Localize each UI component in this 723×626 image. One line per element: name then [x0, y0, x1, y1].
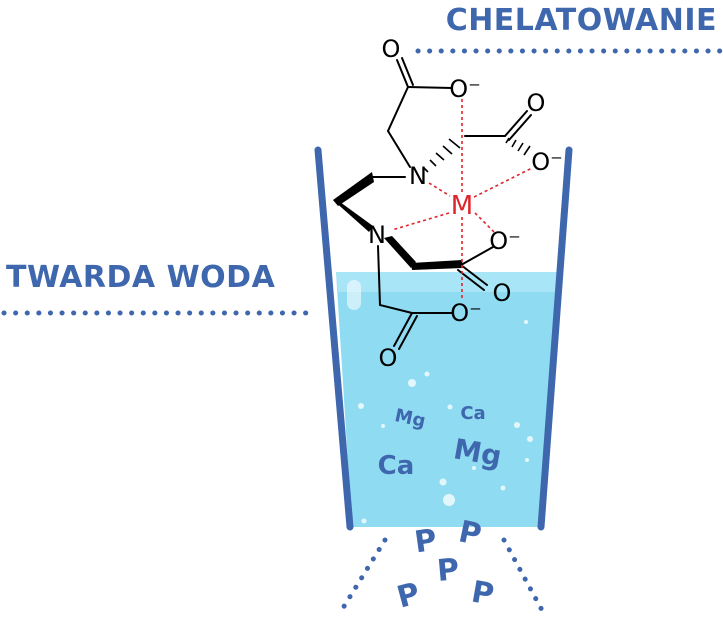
hash	[523, 145, 531, 156]
metal-atom: M	[451, 191, 473, 221]
bond	[398, 315, 418, 350]
oxide-atom: O⁻	[489, 227, 521, 255]
p-ion: P	[393, 576, 423, 616]
ca-ion-small: Ca	[460, 403, 485, 424]
oxygen-atom: O	[527, 89, 546, 117]
left-drip-line	[340, 537, 388, 611]
coordination-bond	[473, 167, 533, 198]
bubble	[424, 371, 430, 377]
phosphorus-ions: P P P P P	[393, 514, 496, 615]
bubble	[361, 518, 367, 524]
bond	[407, 86, 453, 89]
oxygen-atom: O	[382, 35, 401, 63]
bubbles	[358, 320, 533, 524]
nitrogen-atom: N	[368, 221, 386, 249]
right-drip-line	[501, 537, 546, 615]
hard-water-label: TWARDA WODA	[6, 260, 276, 295]
glass-left-wall	[314, 146, 354, 531]
oxide-atom: O⁻	[449, 75, 481, 103]
ions: Mg Ca Ca Mg	[378, 403, 504, 481]
bond	[396, 59, 409, 88]
mg-ion-large: Mg	[451, 432, 504, 473]
water-surface	[336, 272, 557, 292]
bubble	[472, 466, 476, 470]
oxide-atom: O⁻	[531, 148, 563, 176]
bond	[379, 304, 413, 314]
bond	[393, 312, 413, 347]
coordination-bond	[391, 212, 450, 231]
bond	[508, 114, 532, 141]
hash	[448, 138, 461, 149]
bond	[504, 110, 528, 137]
bubble	[527, 436, 533, 442]
atom-labels: O O⁻ O O⁻ N N O⁻ O O⁻ O	[368, 35, 563, 372]
hash	[505, 137, 510, 144]
glass-highlight	[347, 280, 361, 310]
p-ion: P	[436, 552, 461, 589]
chelation-label: CHELATOWANIE	[445, 3, 717, 38]
coordination-bonds	[391, 99, 533, 300]
oxide-atom: O⁻	[450, 299, 482, 327]
oxygen-atom: O	[379, 344, 398, 372]
nitrogen-atom: N	[409, 162, 427, 190]
water-fill	[336, 272, 557, 527]
hash	[429, 159, 437, 167]
bubble	[358, 403, 364, 409]
bond	[401, 57, 414, 86]
oxygen-atom: O	[493, 279, 512, 307]
hash	[442, 145, 453, 155]
bubble	[524, 320, 528, 324]
bond	[377, 245, 381, 306]
bond	[460, 264, 488, 286]
glass-right-wall	[537, 146, 573, 531]
coordination-bond	[428, 182, 451, 197]
wedge-bond	[411, 260, 463, 270]
bubble	[447, 404, 453, 410]
hash	[511, 139, 517, 148]
bubble	[408, 379, 416, 387]
hash	[423, 167, 429, 173]
bubble	[443, 494, 455, 506]
bubble	[525, 458, 529, 462]
ca-ion-large: Ca	[378, 451, 415, 481]
bubble	[381, 424, 385, 428]
bubble	[514, 422, 520, 428]
bond	[387, 86, 409, 132]
p-ion: P	[469, 575, 497, 613]
bubble	[439, 478, 447, 486]
wedge-bond	[333, 172, 374, 206]
bond	[387, 130, 411, 168]
molecule-bonds	[371, 57, 532, 350]
bond	[460, 246, 494, 266]
hashed-bonds	[423, 137, 531, 173]
coordination-bond	[474, 212, 495, 233]
wedge-bonds	[333, 172, 463, 270]
hash	[435, 152, 445, 161]
p-ion: P	[412, 523, 439, 561]
hash	[517, 142, 524, 152]
bubble	[500, 485, 506, 491]
wedge-bond	[333, 200, 373, 232]
wedge-bond	[384, 236, 416, 268]
